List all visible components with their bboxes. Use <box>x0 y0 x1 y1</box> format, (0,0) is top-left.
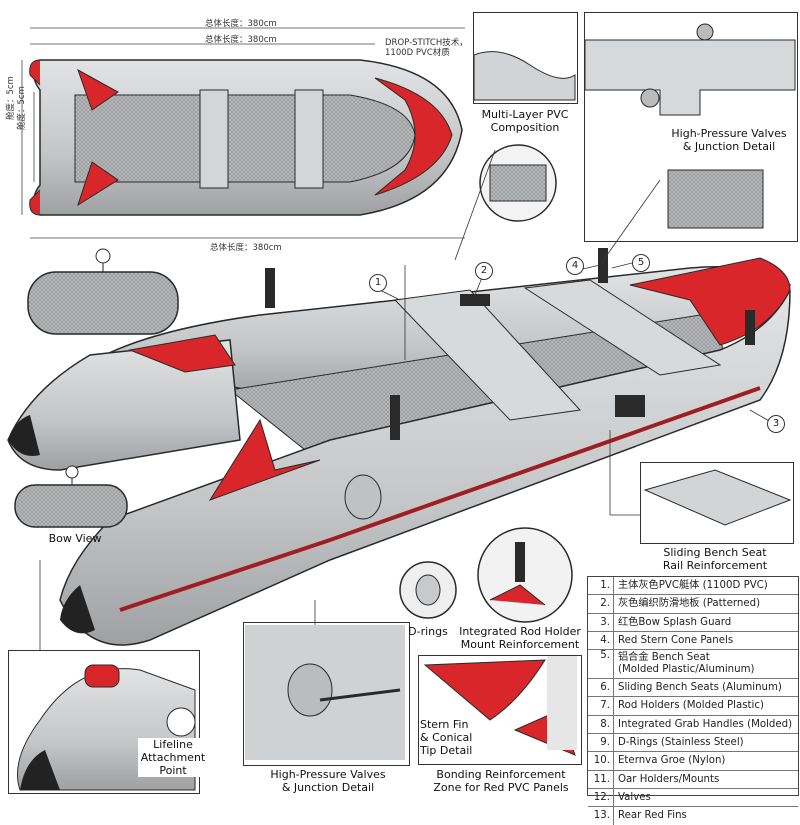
stern-fin-panel-art <box>423 656 577 756</box>
detail-panel-drum-circle <box>479 144 557 222</box>
width-dimension-2: 舱度：5cm <box>17 86 27 130</box>
caption-multilayer-pvc: Multi-Layer PVC Composition <box>481 108 569 134</box>
legend-label: Eternva Groe (Nylon) <box>618 755 726 767</box>
legend-number: 5. <box>588 650 614 679</box>
legend-label: Red Stern Cone Panels <box>618 634 734 646</box>
legend-row: 10. Eternva Groe (Nylon) <box>588 752 798 771</box>
legend-label: D-Rings (Stainless Steel) <box>618 737 744 749</box>
panel-sliding-rail <box>640 462 794 544</box>
legend-label: 铝合金 Bench Seat (Molded Plastic/Aluminum) <box>618 652 755 676</box>
legend-row: 6. Sliding Bench Seats (Aluminum) <box>588 679 798 698</box>
caption-stern-fin: Stern Fin & Conical Tip Detail <box>420 718 482 757</box>
legend-row: 5.铝合金 Bench Seat (Molded Plastic/Aluminu… <box>588 650 798 680</box>
legend-label: Sliding Bench Seats (Aluminum) <box>618 682 782 694</box>
legend-row: 9. D-Rings (Stainless Steel) <box>588 734 798 753</box>
legend-label: Integrated Grab Handles (Molded) <box>618 718 793 730</box>
legend-row: 8. Integrated Grab Handles (Molded) <box>588 715 798 735</box>
pressure-gauge-drum-top <box>27 248 179 335</box>
rail-detail-art <box>643 469 792 526</box>
marker-3: 3 <box>767 415 785 433</box>
marker-2: 2 <box>475 262 493 280</box>
legend-number: 8. <box>588 715 614 734</box>
detail-panel-multilayer-art <box>473 51 576 101</box>
marker-1: 1 <box>369 274 387 292</box>
dring-circle <box>399 561 457 619</box>
legend-label: Valves <box>618 791 651 803</box>
legend-row: 12. Valves <box>588 788 798 808</box>
legend-number: 13. <box>588 807 614 825</box>
length-dimension-second: 总体长度：380cm <box>205 35 277 45</box>
rod-holder-circle <box>477 527 573 623</box>
length-dimension-top: 总体长度：380cm <box>205 19 277 29</box>
caption-d-rings: D-rings <box>408 625 448 638</box>
legend-number: 4. <box>588 631 614 650</box>
panel-valves-junction-top <box>584 12 798 242</box>
length-dimension-bottom: 总体长度：380cm <box>210 243 282 253</box>
legend-row: 11. Oar Holders/Mounts <box>588 770 798 789</box>
legend-label: 主体灰色PVC艇体 (1100D PVC) <box>618 580 768 591</box>
legend-row: 7. Rod Holders (Molded Plastic) <box>588 697 798 716</box>
top-view-boat <box>21 27 465 239</box>
caption-valves-top: High-Pressure Valves & Junction Detail <box>668 127 790 153</box>
caption-valves-bottom: High-Pressure Valves & Junction Detail <box>270 768 386 794</box>
material-note: DROP-STITCH技术， 1100D PVC材质 <box>385 38 468 58</box>
legend-row: 13. Rear Red Fins <box>588 807 798 825</box>
panel-lifeline <box>8 650 200 794</box>
legend-number: 10. <box>588 752 614 770</box>
legend-label: 灰色编织防滑地板 (Patterned) <box>618 598 761 610</box>
legend-row: 1. 主体灰色PVC艇体 (1100D PVC) <box>588 577 798 596</box>
legend-row: 3. 红色Bow Splash Guard <box>588 613 798 632</box>
detail-panel-junction-art <box>584 23 796 229</box>
legend-label: Rear Red Fins <box>618 810 687 822</box>
legend-row: 4. Red Stern Cone Panels <box>588 631 798 651</box>
legend-number: 12. <box>588 788 614 807</box>
legend-number: 1. <box>588 577 614 595</box>
caption-bonding: Bonding Reinforcement Zone for Red PVC P… <box>433 768 569 794</box>
legend-label: Oar Holders/Mounts <box>618 773 720 785</box>
legend-number: 3. <box>588 613 614 631</box>
panel-multilayer-pvc <box>473 12 578 104</box>
panel-stern-fin <box>418 655 582 765</box>
caption-rod-holder: Integrated Rod Holder Mount Reinforcemen… <box>459 625 581 651</box>
pressure-gauge-drum-bow <box>14 465 128 528</box>
legend-number: 2. <box>588 595 614 613</box>
caption-lifeline: Lifeline Attachment Point <box>138 738 208 777</box>
caption-sliding-rail: Sliding Bench Seat Rail Reinforcement <box>662 546 768 572</box>
legend-number: 6. <box>588 679 614 697</box>
legend-label: 红色Bow Splash Guard <box>618 616 732 628</box>
legend-number: 7. <box>588 697 614 715</box>
boat-illustration <box>7 23 796 791</box>
caption-bow-view: Bow View <box>48 532 102 545</box>
legend-table: 1. 主体灰色PVC艇体 (1100D PVC) 2. 灰色编织防滑地板 (Patte… <box>587 576 799 825</box>
legend-number: 11. <box>588 770 614 788</box>
legend-number: 9. <box>588 734 614 752</box>
valve-panel-art <box>245 625 405 760</box>
main-boat-view <box>7 248 791 646</box>
legend-label: Rod Holders (Molded Plastic) <box>618 700 764 712</box>
marker-4: 4 <box>566 257 584 275</box>
panel-valves-junction-bottom <box>243 622 410 766</box>
legend-row: 2. 灰色编织防滑地板 (Patterned) <box>588 595 798 614</box>
marker-5: 5 <box>632 254 650 272</box>
